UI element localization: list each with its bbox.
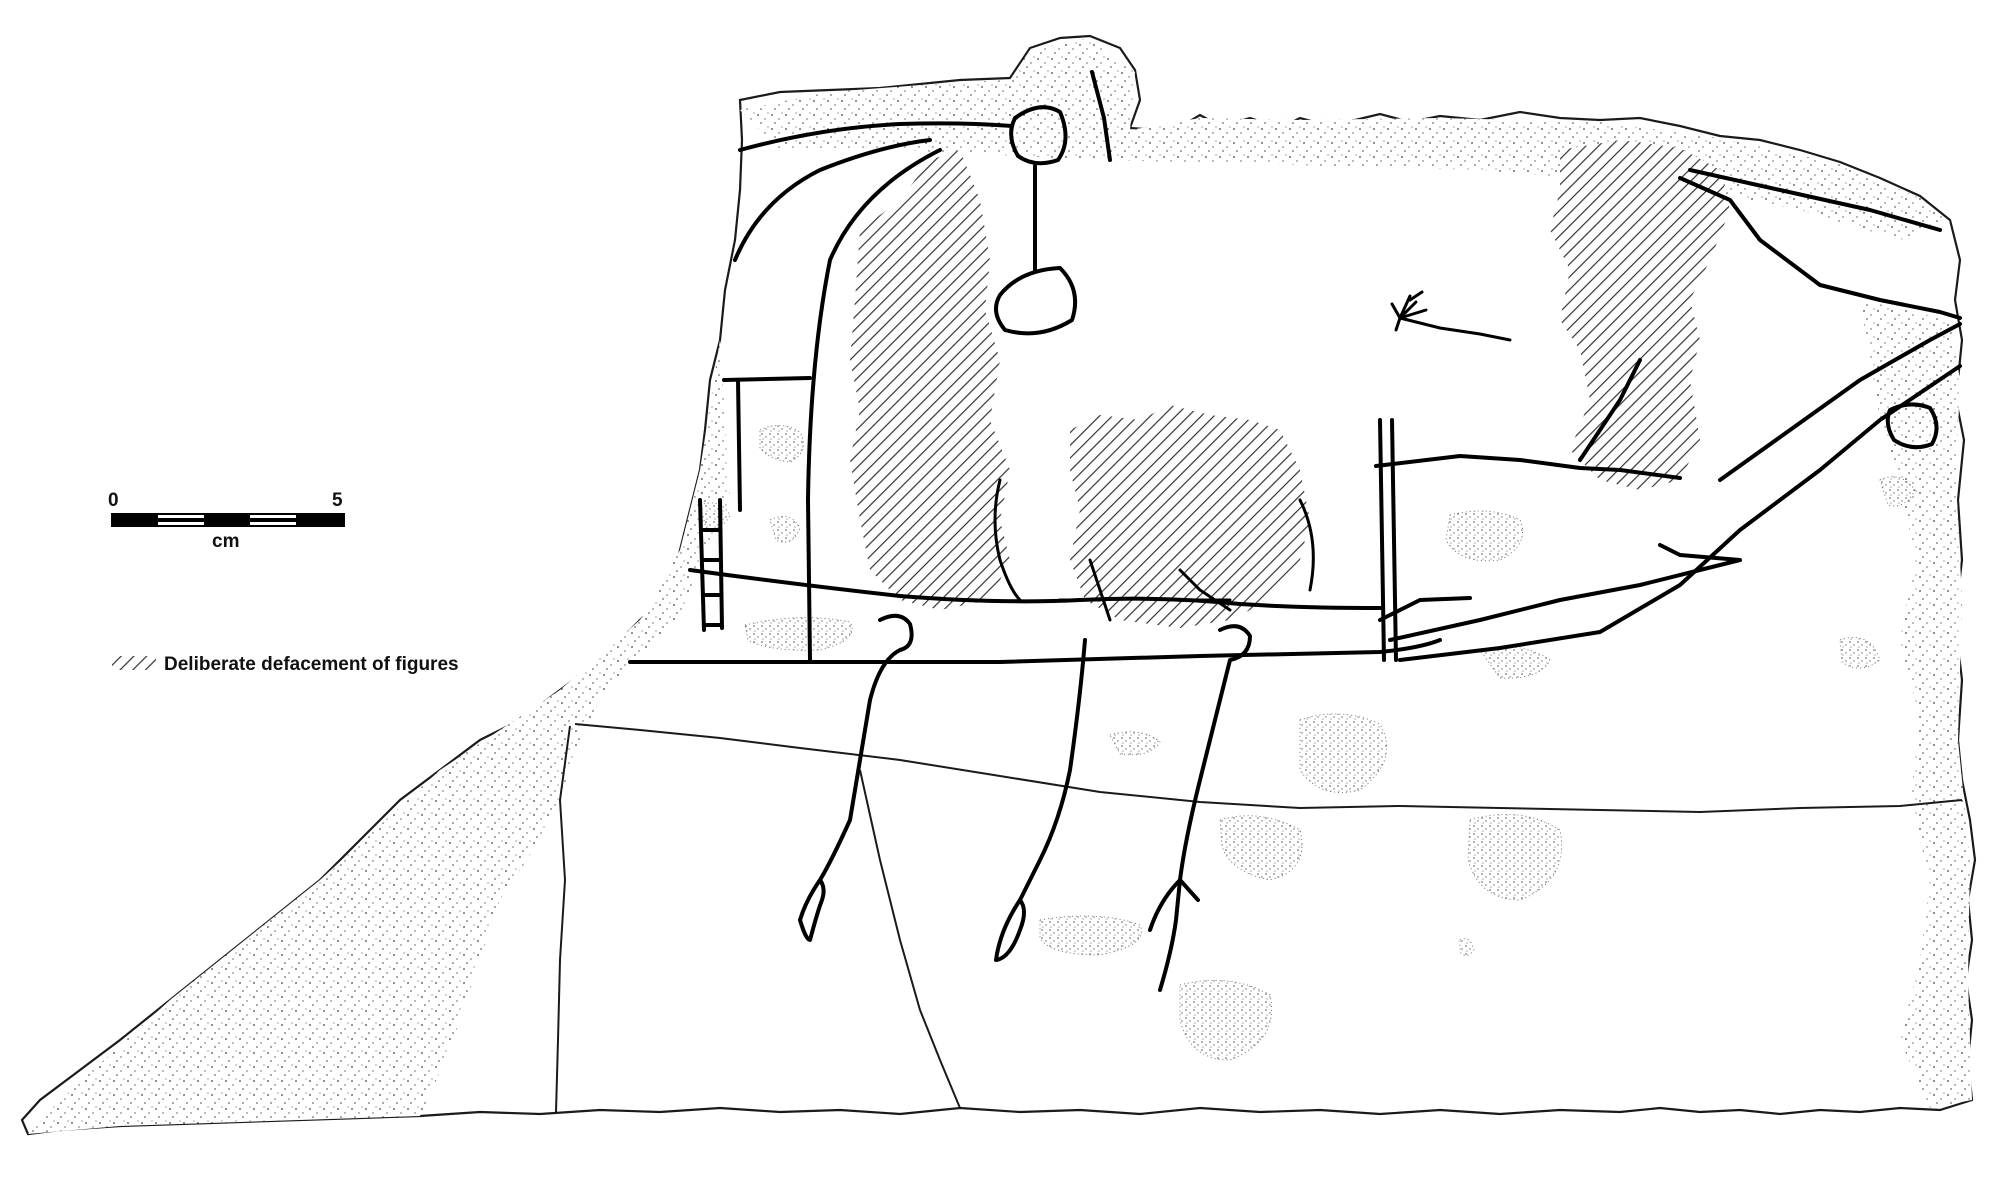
weathering-patch (1445, 510, 1523, 562)
engraved-line (1090, 70, 1112, 162)
engraved-line (1688, 168, 1942, 232)
engraved-line (1378, 596, 1472, 622)
engraved-branch-figure (1390, 290, 1512, 342)
engraved-vertical-line (736, 378, 742, 512)
scale-bar-segment (112, 514, 158, 526)
defaced-figure-area (1070, 405, 1310, 628)
weathering-patch (1879, 476, 1916, 507)
engraved-leaf-tip (1148, 878, 1200, 992)
weathering-patch (1467, 814, 1562, 901)
weathering-patch (1459, 938, 1475, 956)
engraved-line (1578, 358, 1642, 462)
engraved-curve (806, 148, 942, 662)
weathering-patch (744, 617, 853, 651)
weathering-patches (699, 425, 1916, 1061)
scale-bar-segment (250, 518, 296, 522)
weathering-patch (699, 502, 731, 530)
weathering-patch (769, 516, 801, 543)
stone-edge-stipple (28, 340, 730, 1134)
engraved-circle-head (1009, 105, 1068, 166)
fracture-line (574, 723, 1963, 814)
engraved-circle (1885, 402, 1939, 450)
engraved-line (1398, 364, 1962, 662)
engraved-stroke (1168, 568, 1232, 612)
weathering-patch (1179, 979, 1272, 1061)
defaced-figure-area (1250, 455, 1300, 580)
engraved-line (1388, 543, 1742, 642)
weathering-patch (759, 425, 804, 463)
scale-bar-segment (158, 518, 204, 522)
engraved-line (1374, 454, 1682, 480)
legend-label: Deliberate defacement of figures (164, 654, 459, 675)
defaced-figure-area (1550, 140, 1730, 490)
scale-bar: 0 5 cm (108, 490, 345, 552)
legend-hatch-swatch (112, 656, 156, 670)
engraved-leaf-tip (994, 898, 1026, 962)
engraved-stroke (1298, 498, 1315, 592)
engraved-hanging-line (1018, 638, 1087, 902)
defaced-figure-area (850, 150, 1010, 610)
stone-edge-stipple (1860, 300, 1972, 1108)
fracture-line (859, 769, 961, 1109)
weathering-patch (1299, 713, 1387, 793)
engraved-ladder (698, 498, 724, 632)
defacement-areas (850, 140, 1730, 628)
engraved-stroke (993, 478, 1022, 602)
legend: Deliberate defacement of figures (112, 654, 459, 675)
scale-bar-segment (204, 514, 250, 526)
scale-bar-segment (296, 514, 344, 526)
engraved-leaf-tip (798, 878, 826, 942)
weathering-patch (1219, 815, 1303, 881)
engraved-circle-body (994, 266, 1077, 336)
stone-edge-stipple (740, 38, 1950, 240)
engraved-stroke (1058, 558, 1112, 622)
engraved-line (1718, 322, 1962, 482)
weathering-patch (1839, 637, 1881, 669)
engraved-hanging-line (1178, 624, 1252, 882)
engraved-ground-line (628, 638, 1442, 664)
fracture-line (555, 725, 571, 1113)
engraved-post (1390, 418, 1398, 662)
engraved-figures (628, 70, 1962, 992)
engraved-hanging-line (818, 613, 914, 882)
weathering-patch (1109, 731, 1161, 756)
engraved-curve (733, 138, 932, 262)
weathering-patch (1039, 915, 1142, 956)
engraved-curve (738, 121, 1014, 152)
weathering-patch (1479, 646, 1551, 679)
engraved-line (1678, 176, 1962, 320)
scale-end-label: 5 (332, 490, 343, 511)
scale-unit-label: cm (212, 531, 239, 552)
scale-start-label: 0 (108, 490, 119, 511)
